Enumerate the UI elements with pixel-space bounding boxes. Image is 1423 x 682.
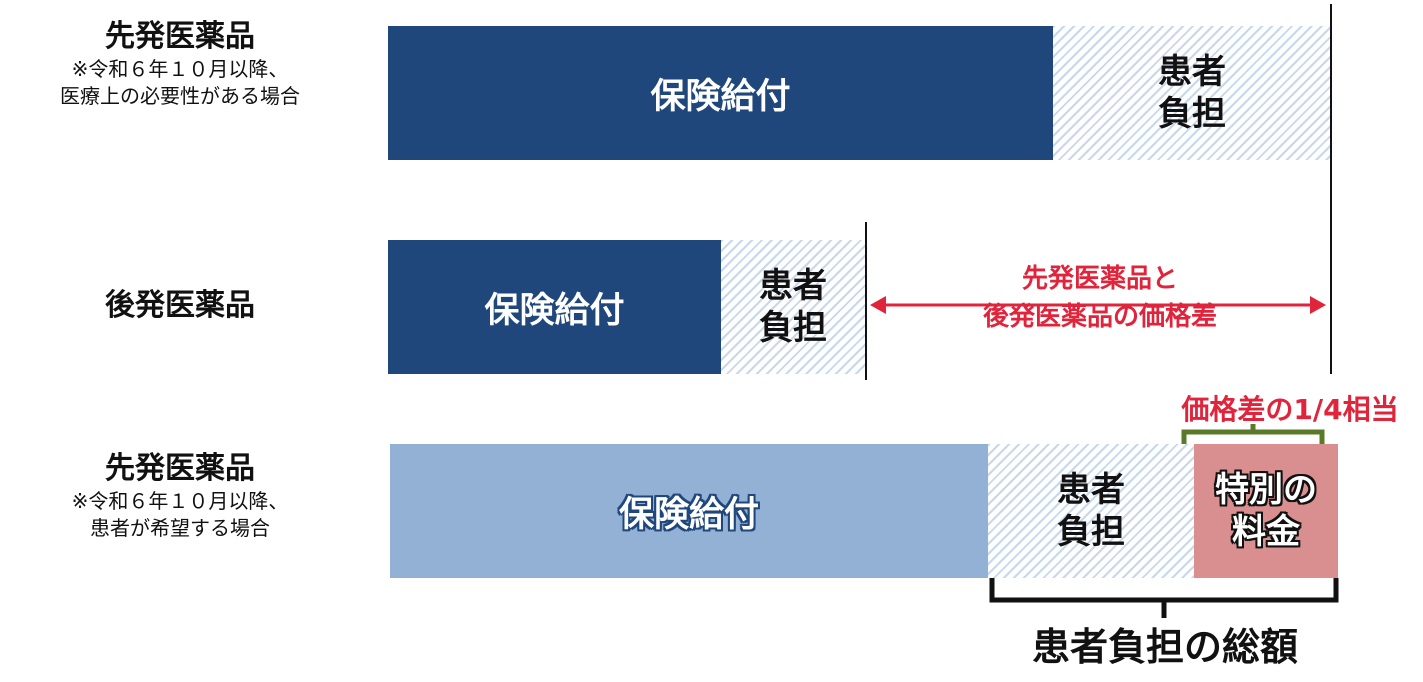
row3-special-line-2: 料金 [1232,512,1300,552]
brand-price-end-line [1330,4,1332,374]
row2-title: 後発医薬品 [105,288,255,323]
total-patient-burden-label: 患者負担の総額 [1031,625,1298,669]
price-difference-line-1: 先発医薬品と [1021,264,1178,294]
row2-label: 後発医薬品 [0,287,360,325]
row1-patient-segment: 患者 負担 [1053,26,1331,160]
row1-title: 先発医薬品 [105,19,255,54]
row3-note-2: 患者が希望する場合 [90,516,270,540]
row3-special-line-1: 特別の [1215,470,1317,510]
price-difference-arrow [870,296,1326,314]
row3-note-1: ※令和６年１０月以降、 [71,489,289,513]
row3-patient-line-2: 負担 [1057,512,1125,552]
row3-insurance-label: 保険給付 [618,494,759,535]
generic-price-end-line [865,222,867,380]
total-bracket [989,578,1339,618]
row1-label: 先発医薬品 ※令和６年１０月以降、 医療上の必要性がある場合 [0,18,360,110]
row1-note-2: 医療上の必要性がある場合 [60,84,300,108]
row3-patient-segment: 患者 負担 [988,444,1194,578]
row2-patient-line-1: 患者 [759,266,827,306]
row2-patient-segment: 患者 負担 [721,240,865,374]
row3-insurance-segment: 保険給付 [390,444,988,578]
row1-patient-line-1: 患者 [1158,52,1226,92]
price-difference-line-2: 後発医薬品の価格差 [982,302,1217,332]
row1-insurance-segment: 保険給付 [388,26,1053,160]
price-difference-label: 先発医薬品と 後発医薬品の価格差 [880,262,1320,334]
row3-title: 先発医薬品 [105,451,255,486]
row3-label: 先発医薬品 ※令和６年１０月以降、 患者が希望する場合 [0,450,360,542]
row3-special-fee-segment: 特別の 料金 [1194,444,1338,578]
row3-patient-line-1: 患者 [1057,470,1125,510]
row1-patient-line-2: 負担 [1158,94,1226,134]
row1-insurance-label: 保険給付 [650,76,791,117]
row2-insurance-segment: 保険給付 [388,240,721,374]
row2-patient-line-2: 負担 [759,308,827,348]
row1-note-1: ※令和６年１０月以降、 [71,57,289,81]
row2-insurance-label: 保険給付 [484,290,625,331]
quarter-of-difference-label: 価格差の1/4相当 [1181,393,1399,426]
